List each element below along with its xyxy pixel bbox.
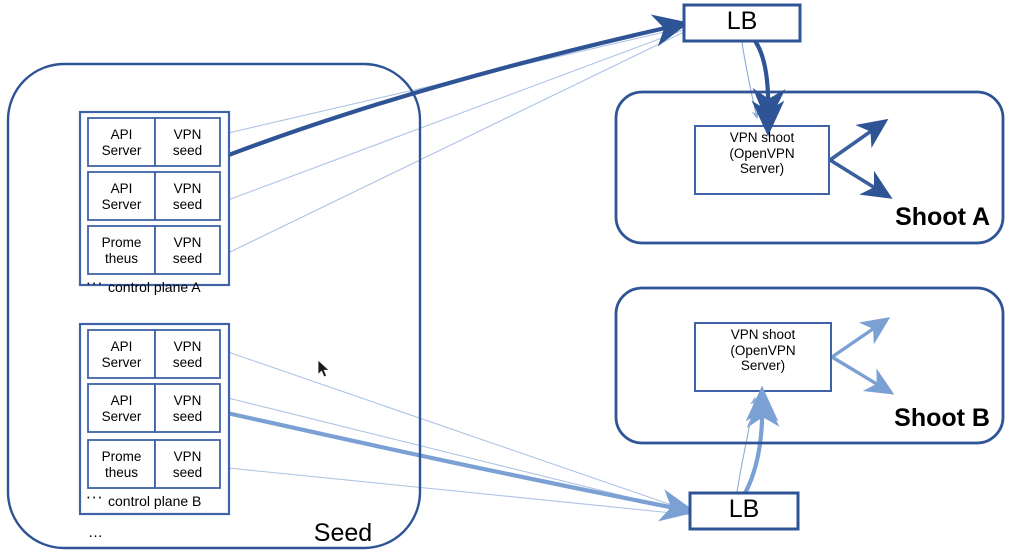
link-cpb-row3-lb-b — [227, 467, 693, 516]
link-cpa-row3-lb-a — [227, 30, 687, 254]
cp-b-row3-left — [87, 439, 156, 489]
shoot-a-container — [614, 90, 1005, 245]
cp-a-row3-left — [87, 225, 156, 275]
cp-b-row3-right — [154, 439, 221, 489]
cp-a-row2-left — [87, 171, 156, 221]
shoot-a-arrow-down — [828, 158, 893, 199]
seed-container — [6, 62, 422, 550]
link-cpb-row1-lb-b — [227, 351, 693, 513]
shoot-a-arrow-up — [828, 118, 889, 162]
lb-b-box — [688, 491, 800, 531]
link-cpa-row2-lb-a — [227, 28, 687, 201]
shoot-b-container — [614, 286, 1005, 445]
cp-a-row1-left — [87, 117, 156, 167]
shoot-a-pod-arrows — [828, 118, 893, 199]
lb-a-box — [682, 3, 802, 43]
control-plane-a-cells — [87, 117, 221, 275]
shoot-b-arrow-down — [830, 355, 895, 395]
cp-a-row3-right — [154, 225, 221, 275]
cp-a-row2-right — [154, 171, 221, 221]
shoot-b-pod-arrows — [830, 317, 895, 395]
control-plane-b-cells — [87, 329, 221, 489]
cp-a-row1-right — [154, 117, 221, 167]
cp-b-row2-right — [154, 383, 221, 433]
vpn-shoot-b-box — [694, 322, 832, 392]
cp-b-row1-right — [154, 329, 221, 379]
cp-b-row1-left — [87, 329, 156, 379]
shoot-b-arrow-up — [830, 317, 891, 359]
